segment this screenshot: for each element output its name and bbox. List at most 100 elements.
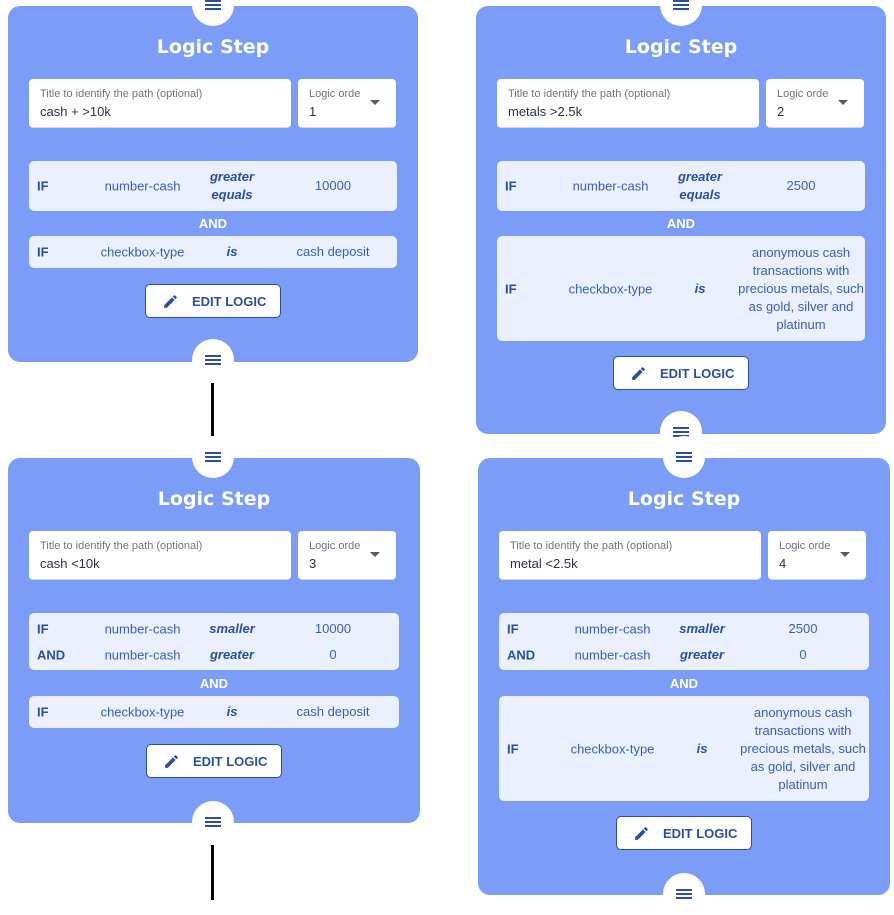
logic-order-label: Logic orde <box>309 540 361 552</box>
condition-value: 0 <box>799 647 807 662</box>
condition-value: anonymous cash transactions with preciou… <box>738 244 864 332</box>
edit-logic-button[interactable]: EDIT LOGIC <box>146 744 282 778</box>
logic-order-select[interactable]: Logic orde 4 <box>768 531 866 580</box>
drag-handle-icon[interactable] <box>192 801 234 843</box>
path-title-field[interactable]: Title to identify the path (optional) me… <box>497 79 759 128</box>
logic-order-value: 2 <box>777 104 785 119</box>
path-title-value: metal <2.5k <box>510 556 578 571</box>
edit-logic-label: EDIT LOGIC <box>660 366 735 381</box>
pencil-icon <box>165 755 178 768</box>
condition-field: number-cash <box>104 647 181 663</box>
condition-group-2: IF checkbox-type is anonymous cash trans… <box>499 696 869 801</box>
condition-field: number-cash <box>574 647 651 663</box>
card-title: Logic Step <box>624 36 738 58</box>
flow-connector <box>211 383 214 438</box>
drag-handle-icon[interactable] <box>192 436 234 478</box>
path-title-label: Title to identify the path (optional) <box>40 88 203 100</box>
condition-value: 2500 <box>788 621 818 636</box>
condition-keyword: IF <box>505 178 517 194</box>
and-separator: AND <box>669 676 699 691</box>
condition-value: 10000 <box>314 178 352 193</box>
logic-step-card-2: Logic Step Title to identify the path (o… <box>476 6 886 434</box>
condition-operator: greater equals <box>677 169 723 202</box>
condition-row: IF checkbox-type is cash deposit <box>29 696 399 728</box>
condition-keyword: AND <box>37 647 66 663</box>
path-title-value: metals >2.5k <box>508 104 583 119</box>
condition-operator: is <box>226 244 238 259</box>
caret-down-icon <box>370 552 380 557</box>
logic-order-label: Logic orde <box>309 88 361 100</box>
pencil-icon <box>635 827 648 840</box>
edit-logic-button[interactable]: EDIT LOGIC <box>616 816 752 850</box>
caret-down-icon <box>838 100 848 105</box>
path-title-field[interactable]: Title to identify the path (optional) ca… <box>29 79 291 128</box>
condition-group-1: IF number-cash greater equals 10000 <box>29 161 397 211</box>
card-title: Logic Step <box>157 488 271 510</box>
logic-order-select[interactable]: Logic orde 1 <box>298 79 396 128</box>
condition-group-2: IF checkbox-type is anonymous cash trans… <box>497 236 865 341</box>
path-title-field[interactable]: Title to identify the path (optional) ca… <box>29 531 291 580</box>
condition-keyword: IF <box>505 281 517 296</box>
path-title-value: cash + >10k <box>40 104 111 119</box>
condition-row: IF number-cash smaller 10000 <box>29 616 399 642</box>
drag-handle-icon[interactable] <box>663 436 705 478</box>
condition-value: cash deposit <box>296 244 370 259</box>
path-title-field[interactable]: Title to identify the path (optional) me… <box>499 531 761 580</box>
condition-keyword: IF <box>37 178 49 194</box>
and-separator: AND <box>198 216 228 231</box>
path-title-label: Title to identify the path (optional) <box>510 540 673 552</box>
logic-order-select[interactable]: Logic orde 3 <box>298 531 396 580</box>
condition-keyword: IF <box>37 621 49 637</box>
logic-order-value: 1 <box>309 104 317 119</box>
and-separator: AND <box>666 216 696 231</box>
condition-row: IF checkbox-type is anonymous cash trans… <box>497 236 865 341</box>
logic-step-card-4: Logic Step Title to identify the path (o… <box>478 458 890 895</box>
edit-logic-label: EDIT LOGIC <box>193 754 268 769</box>
logic-step-card-3: Logic Step Title to identify the path (o… <box>8 458 420 823</box>
condition-group-2: IF checkbox-type is cash deposit <box>29 696 399 728</box>
drag-handle-icon[interactable] <box>192 339 234 381</box>
edit-logic-button[interactable]: EDIT LOGIC <box>613 356 749 390</box>
condition-keyword: IF <box>507 621 519 637</box>
logic-order-label: Logic orde <box>777 88 829 100</box>
pencil-icon <box>632 367 645 380</box>
condition-operator: smaller <box>209 621 255 636</box>
logic-order-label: Logic orde <box>779 540 831 552</box>
condition-value: 0 <box>329 647 337 662</box>
condition-field: number-cash <box>574 621 651 637</box>
logic-order-select[interactable]: Logic orde 2 <box>766 79 864 128</box>
logic-step-card-1: Logic Step Title to identify the path (o… <box>8 6 418 362</box>
condition-row: AND number-cash greater 0 <box>499 642 869 668</box>
condition-operator: is <box>696 740 708 756</box>
condition-row: AND number-cash greater 0 <box>29 642 399 668</box>
condition-operator: greater equals <box>209 169 255 202</box>
condition-operator: greater <box>679 647 725 662</box>
condition-field: number-cash <box>104 178 181 194</box>
condition-field: checkbox-type <box>100 244 185 260</box>
condition-group-1: IF number-cash smaller 10000 AND number-… <box>29 613 399 670</box>
path-title-value: cash <10k <box>40 556 100 571</box>
condition-field: number-cash <box>104 621 181 637</box>
condition-row: IF checkbox-type is cash deposit <box>29 236 397 268</box>
condition-group-1: IF number-cash greater equals 2500 <box>497 161 865 211</box>
flow-connector <box>211 845 214 900</box>
card-title: Logic Step <box>156 36 270 58</box>
condition-keyword: IF <box>507 741 519 756</box>
condition-keyword: IF <box>37 244 49 260</box>
condition-field: checkbox-type <box>568 281 653 296</box>
condition-keyword: IF <box>37 704 49 720</box>
condition-row: IF number-cash greater equals 10000 <box>29 161 397 211</box>
condition-row: IF checkbox-type is anonymous cash trans… <box>499 696 869 801</box>
condition-operator: is <box>694 280 706 296</box>
condition-operator: smaller <box>679 621 725 636</box>
caret-down-icon <box>370 100 380 105</box>
condition-group-2: IF checkbox-type is cash deposit <box>29 236 397 268</box>
condition-value: cash deposit <box>296 704 370 719</box>
drag-handle-icon[interactable] <box>663 873 705 915</box>
edit-logic-button[interactable]: EDIT LOGIC <box>145 284 281 318</box>
condition-field: checkbox-type <box>100 704 185 720</box>
card-title: Logic Step <box>627 488 741 510</box>
condition-row: IF number-cash smaller 2500 <box>499 616 869 642</box>
edit-logic-label: EDIT LOGIC <box>192 294 267 309</box>
path-title-label: Title to identify the path (optional) <box>40 540 203 552</box>
